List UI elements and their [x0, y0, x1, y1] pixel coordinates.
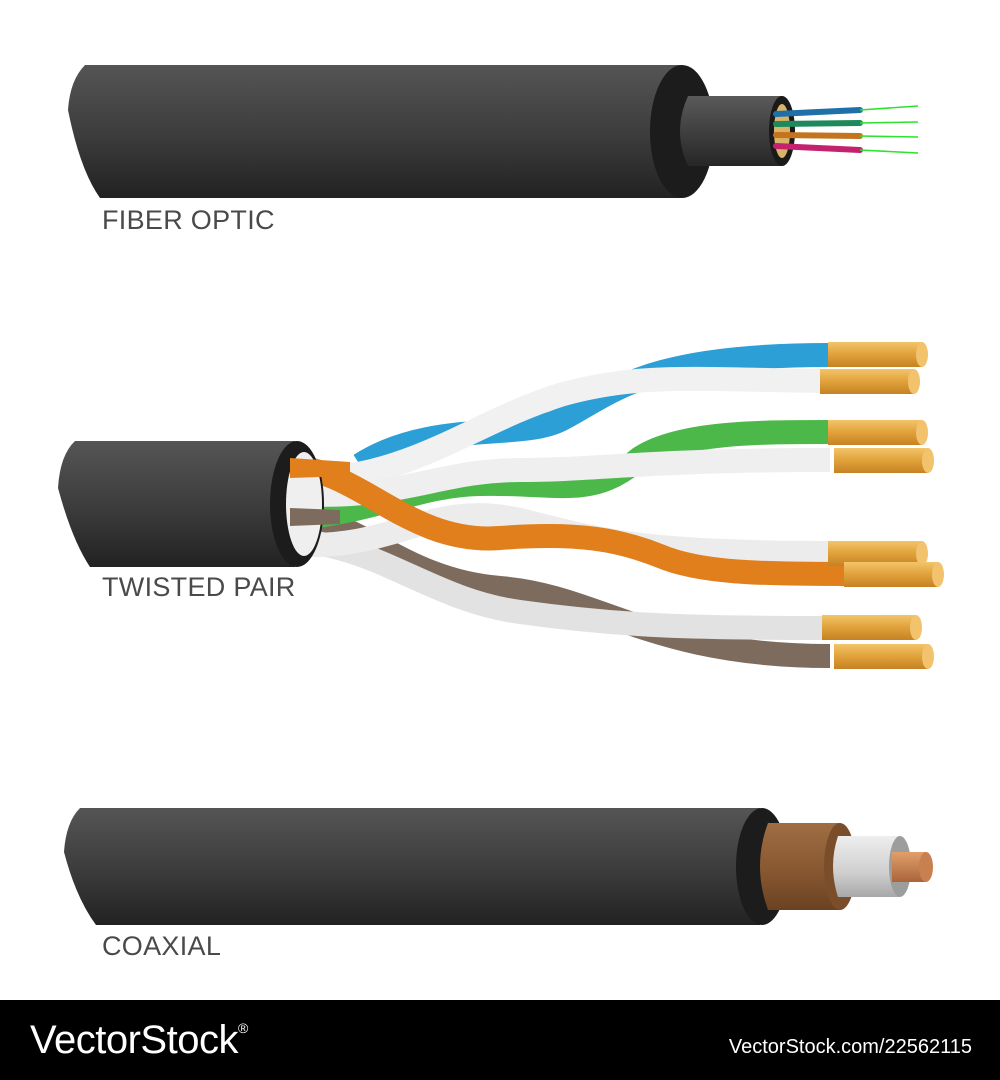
wire-root-orange [290, 458, 350, 478]
fiber-outer-jacket [68, 65, 682, 198]
fiber-light-4 [859, 149, 919, 154]
wire-orange [290, 455, 846, 586]
twisted-pair-label: TWISTED PAIR [102, 572, 296, 602]
tip-green-white [834, 448, 934, 473]
cable-types-illustration [58, 65, 944, 925]
watermark-footer: VectorStock® VectorStock.com/22562115 [0, 1000, 1000, 1080]
tip-orange [844, 562, 944, 587]
fiber-inner-tube [680, 96, 782, 166]
fiber-strands [773, 105, 919, 154]
registered-mark: ® [237, 1020, 248, 1036]
coax-outer-jacket [64, 808, 760, 925]
twisted-jacket-opening [286, 452, 322, 556]
brand-name: VectorStock [30, 1018, 238, 1062]
tip-orange-white [828, 541, 928, 566]
coax-center-conductor [892, 852, 926, 882]
tip-blue-white [820, 369, 920, 394]
fiber-optic-cable [68, 65, 919, 198]
tip-brown [834, 644, 934, 669]
coax-braided-shield [760, 823, 840, 910]
wire-orange-white [299, 503, 831, 565]
fiber-strand-blue [773, 107, 863, 117]
tip-blue [828, 342, 928, 367]
coax-conductor-end [919, 852, 933, 882]
fiber-strand-orange [773, 132, 863, 139]
wire-brown-white [289, 528, 831, 640]
brand-logo: VectorStock® [30, 1018, 248, 1063]
image-id: VectorStock.com/22562115 [728, 1036, 972, 1058]
twisted-pair-wires [289, 343, 846, 668]
fiber-optic-label: FIBER OPTIC [102, 205, 275, 235]
fiber-light-2 [859, 121, 919, 124]
tip-brown-white [822, 615, 922, 640]
fiber-strand-green [773, 120, 863, 127]
twisted-outer-jacket [58, 441, 295, 567]
fiber-strand-magenta [773, 143, 863, 153]
copper-tips [820, 342, 944, 669]
tip-green [828, 420, 928, 445]
wire-blue-white [328, 366, 831, 490]
coaxial-label: COAXIAL [102, 931, 222, 961]
fiber-light-3 [859, 135, 919, 138]
fiber-light-1 [859, 105, 919, 111]
twisted-pair-cable [58, 342, 944, 669]
coax-dielectric-insulator [833, 836, 900, 897]
coaxial-cable [64, 808, 933, 925]
wire-root-brown [290, 508, 340, 526]
